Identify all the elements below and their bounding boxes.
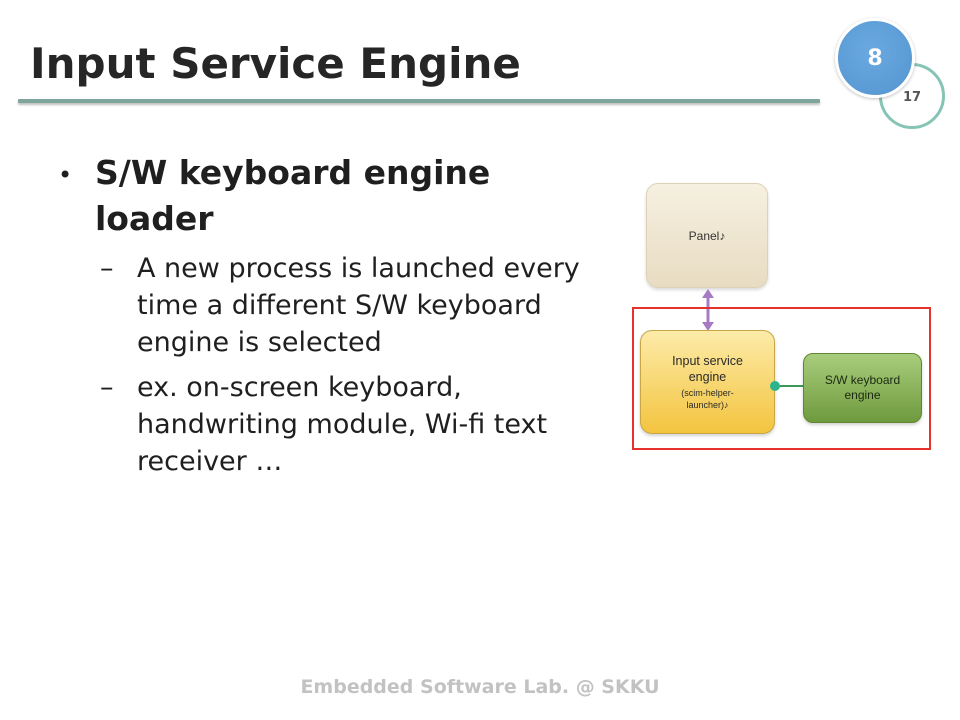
title-underline [18,99,820,103]
dash-marker: – [100,253,114,284]
slide-number-badge: 8 [835,18,915,98]
panel-box: Panel♪ [646,183,768,288]
dash-marker: – [100,372,114,403]
engine-connector [770,381,803,391]
footer-text: Embedded Software Lab. @ SKKU [300,676,660,698]
bullet-marker: • [58,161,73,189]
bullet-heading: S/W keyboard engine loader [95,153,491,238]
sub-bullet-item: – A new process is launched every time a… [100,250,607,361]
connector-dot [770,381,780,391]
arrow-head-up [702,289,714,298]
sub-bullet-list: – A new process is launched every time a… [100,250,607,488]
arrow-head-down [702,322,714,331]
input-service-engine-sublabel: (scim-helper-launcher)♪ [681,388,734,410]
sub-bullet-item: – ex. on-screen keyboard, handwriting mo… [100,369,607,480]
highlight-frame [632,307,931,450]
input-service-engine-box: Input service engine (scim-helper-launch… [640,330,775,434]
sub-bullet-text: A new process is launched every time a d… [137,253,580,358]
double-arrow-connector [702,289,714,331]
sw-keyboard-engine-box: S/W keyboard engine [803,353,922,423]
input-service-engine-label: Input service engine [672,354,743,384]
panel-label: Panel♪ [688,228,726,243]
sub-bullet-text: ex. on-screen keyboard, handwriting modu… [137,372,548,477]
slide-total-number: 17 [902,89,922,105]
sw-keyboard-engine-label: S/W keyboard engine [824,373,901,402]
slide-title: Input Service Engine [30,39,521,88]
slide-number: 8 [867,45,883,71]
